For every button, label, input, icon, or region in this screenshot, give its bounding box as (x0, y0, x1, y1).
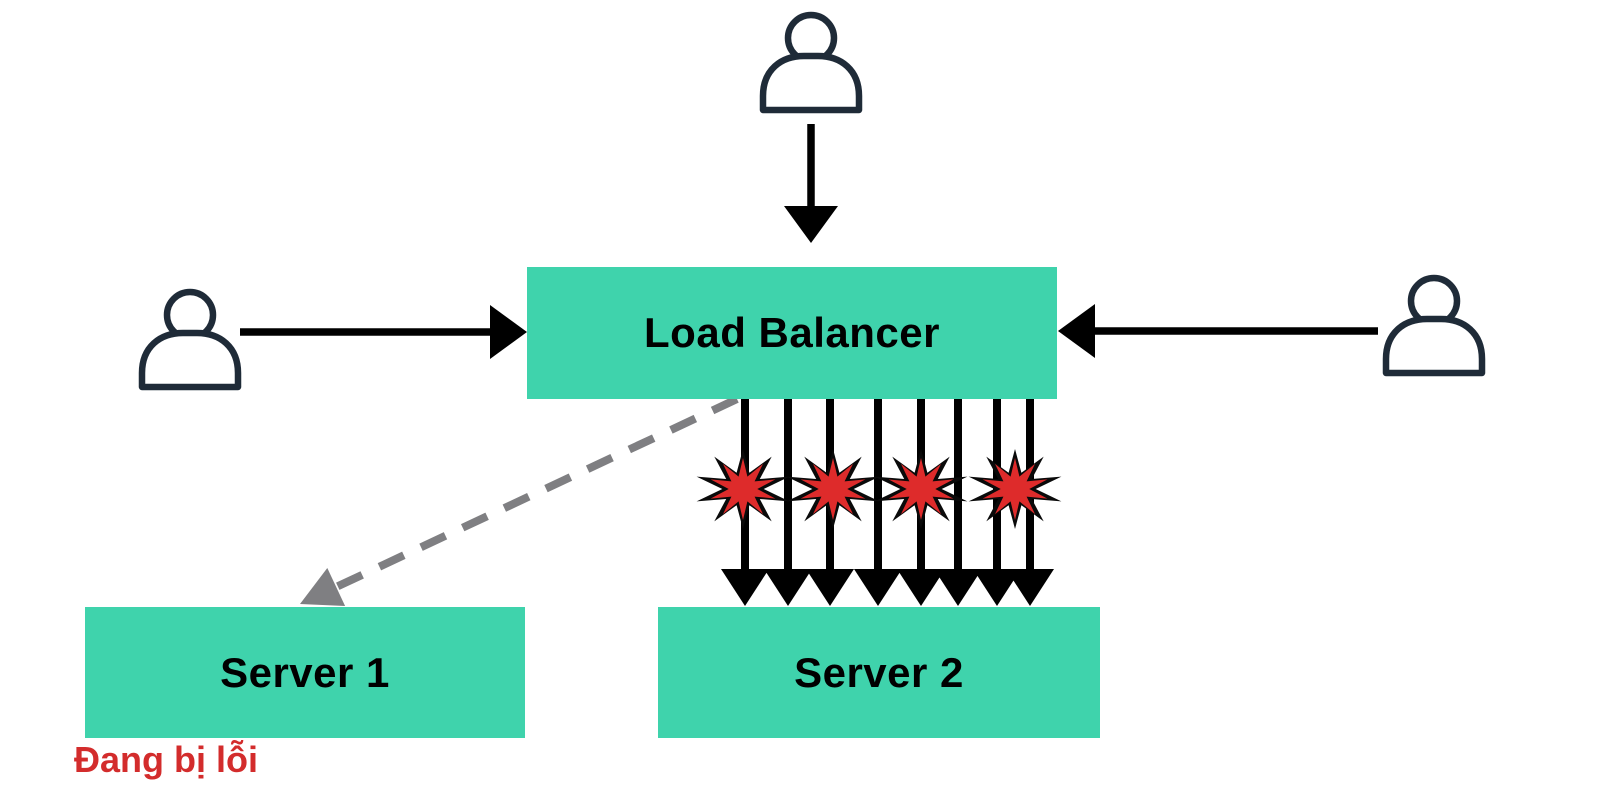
load-balancer-node: Load Balancer (527, 267, 1057, 399)
explosion-burst-icon (968, 449, 1062, 529)
user-request-arrows (240, 124, 1378, 359)
arrow-user-right-to-lb (1058, 304, 1378, 358)
explosion-burst-icon (786, 449, 880, 529)
failure-burst-icons (696, 449, 1062, 529)
server2-node: Server 2 (658, 607, 1100, 738)
dashed-arrow-lb-to-server1 (300, 395, 739, 606)
server1-status-label: Đang bị lỗi (74, 739, 258, 780)
explosion-burst-icon (874, 449, 968, 529)
lb-to-server2-arrows (721, 399, 1054, 606)
user-icon (759, 11, 863, 114)
load-balancer-label: Load Balancer (644, 309, 940, 356)
server1-label: Server 1 (220, 648, 390, 696)
arrow-lb-to-server2 (764, 399, 812, 606)
user-icon (1382, 274, 1486, 377)
arrow-user-left-to-lb (240, 305, 527, 359)
arrow-user-top-to-lb (784, 124, 838, 243)
user-icons (138, 11, 1486, 391)
arrow-lb-to-server2 (934, 399, 982, 606)
server1-node: Server 1 (85, 607, 525, 738)
arrow-lb-to-server2 (854, 399, 902, 606)
server2-label: Server 2 (794, 648, 964, 696)
explosion-burst-icon (696, 449, 790, 529)
user-icon (138, 288, 242, 391)
lb-to-server1-dashed-arrow (300, 395, 739, 606)
